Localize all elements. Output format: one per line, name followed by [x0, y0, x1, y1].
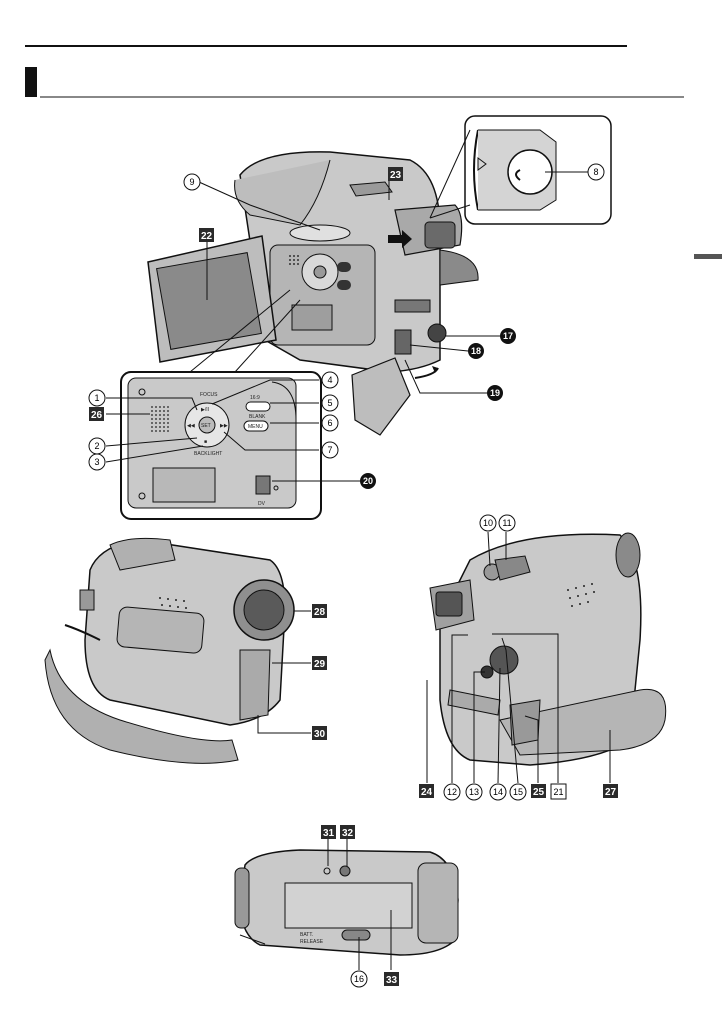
callout-9: 9 [184, 174, 200, 190]
svg-text:8: 8 [593, 167, 598, 177]
speaker-grille [289, 255, 299, 265]
control-panel-closeup: SET ▶/II ◀◀ ▶▶ ■ FOCUS BACKLIGHT 16:9 BL… [121, 372, 321, 519]
page-tab-marker [694, 254, 722, 259]
svg-text:18: 18 [471, 346, 481, 356]
blank-button [246, 402, 270, 411]
ratio-label: 16:9 [250, 395, 260, 401]
svg-text:21: 21 [553, 787, 563, 797]
callout-33: 33 [384, 972, 399, 986]
svg-text:17: 17 [503, 331, 513, 341]
svg-text:27: 27 [605, 787, 617, 798]
release-label: RELEASE [300, 939, 324, 945]
callout-8: 8 [588, 164, 604, 180]
callout-24: 24 [419, 784, 434, 798]
backlight-label: BACKLIGHT [194, 451, 222, 457]
svg-text:19: 19 [490, 388, 500, 398]
camcorder-front-view [45, 538, 294, 763]
svg-text:31: 31 [323, 828, 335, 839]
svg-text:3: 3 [94, 457, 99, 467]
callout-21: 21 [551, 784, 566, 799]
callout-23: 23 [388, 167, 403, 181]
callout-7: 7 [322, 442, 338, 458]
svg-text:25: 25 [533, 787, 545, 798]
callout-1: 1 [89, 390, 105, 406]
svg-text:15: 15 [513, 787, 523, 797]
callout-15: 15 [510, 784, 526, 800]
svg-text:9: 9 [189, 177, 194, 187]
stop-label: ■ [204, 439, 207, 445]
set-label: SET [201, 423, 211, 429]
callout-12: 12 [444, 784, 460, 800]
callout-11: 11 [499, 515, 515, 531]
play-pause-label: ▶/II [201, 407, 209, 413]
callout-28: 28 [312, 604, 327, 618]
svg-text:12: 12 [447, 787, 457, 797]
section-marker [25, 67, 37, 97]
callout-25: 25 [531, 784, 546, 798]
svg-text:28: 28 [314, 607, 326, 618]
svg-text:14: 14 [493, 787, 503, 797]
svg-text:20: 20 [363, 476, 373, 486]
menu-label: MENU [248, 424, 263, 430]
callout-18: 18 [468, 343, 484, 359]
callout-32: 32 [340, 825, 355, 839]
blank-label: BLANK [249, 414, 266, 420]
focus-label: FOCUS [200, 392, 218, 398]
callout-6: 6 [322, 415, 338, 431]
fast-forward-label: ▶▶ [220, 423, 228, 429]
svg-text:32: 32 [342, 828, 354, 839]
callout-19: 19 [487, 385, 503, 401]
svg-text:33: 33 [386, 975, 398, 986]
callout-3: 3 [89, 454, 105, 470]
svg-text:16: 16 [354, 974, 364, 984]
svg-text:23: 23 [390, 170, 402, 181]
svg-text:22: 22 [201, 231, 213, 242]
battery-cover [285, 883, 412, 928]
svg-text:10: 10 [483, 518, 493, 528]
svg-text:5: 5 [327, 398, 332, 408]
svg-text:26: 26 [91, 410, 103, 421]
callout-4: 4 [322, 372, 338, 388]
callout-16: 16 [351, 971, 367, 987]
svg-text:24: 24 [421, 787, 433, 798]
callout-13: 13 [466, 784, 482, 800]
callout-14: 14 [490, 784, 506, 800]
svg-text:11: 11 [502, 518, 511, 528]
svg-text:13: 13 [469, 787, 479, 797]
battery-release [342, 930, 370, 940]
callout-20: 20 [360, 473, 376, 489]
svg-text:4: 4 [327, 375, 332, 385]
svg-text:2: 2 [94, 441, 99, 451]
power-dial [490, 646, 518, 674]
rewind-label: ◀◀ [187, 423, 195, 429]
callout-2: 2 [89, 438, 105, 454]
lcd-screen [157, 253, 262, 350]
callout-30: 30 [312, 726, 327, 740]
battery-label: BATT. [300, 932, 313, 938]
callout-29: 29 [312, 656, 327, 670]
dv-label: DV [258, 501, 266, 507]
svg-text:6: 6 [327, 418, 332, 428]
callout-5: 5 [322, 395, 338, 411]
callout-27: 27 [603, 784, 618, 798]
callout-17: 17 [500, 328, 516, 344]
svg-text:7: 7 [327, 445, 332, 455]
svg-text:1: 1 [94, 393, 99, 403]
callout-22: 22 [199, 228, 214, 242]
callout-31: 31 [321, 825, 336, 839]
svg-text:29: 29 [314, 659, 326, 670]
camcorder-side-view [430, 533, 666, 765]
callout-26: 26 [89, 407, 104, 421]
svg-text:30: 30 [314, 729, 326, 740]
callout-10: 10 [480, 515, 496, 531]
